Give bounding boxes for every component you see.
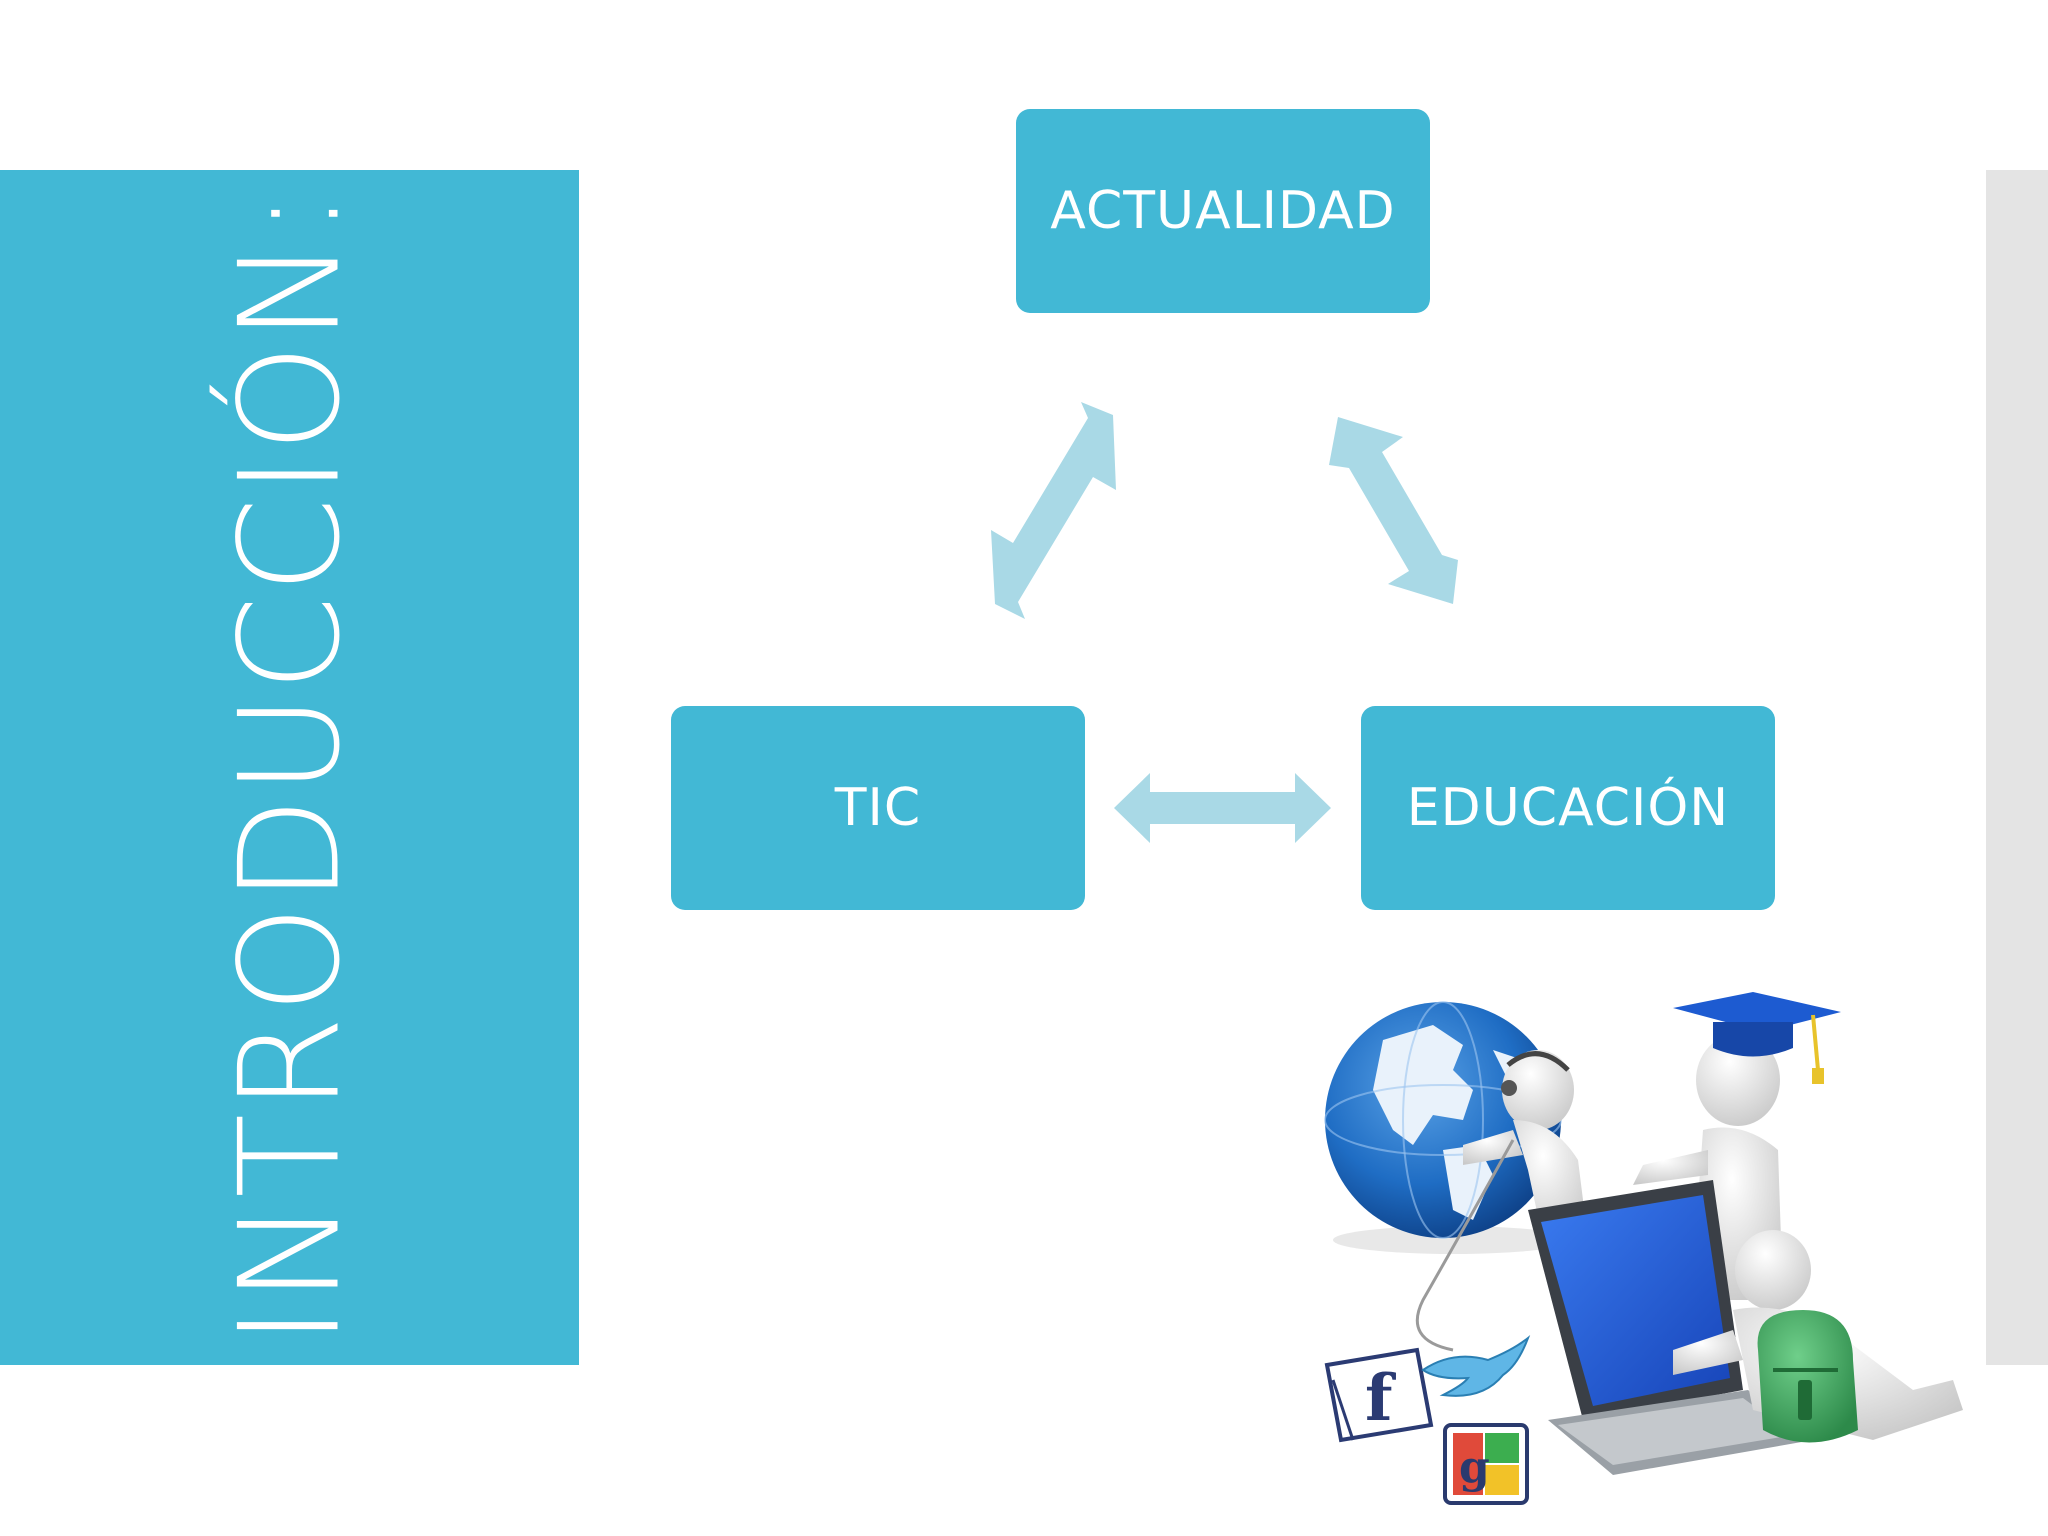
node-educacion: EDUCACIÓN <box>1361 706 1775 910</box>
graduation-cap-icon <box>1673 992 1841 1084</box>
node-educacion-label: EDUCACIÓN <box>1406 778 1730 838</box>
right-decorative-strip <box>1986 170 2048 1365</box>
title-band <box>0 170 579 1365</box>
svg-text:g: g <box>1459 1442 1490 1493</box>
cable <box>1415 1139 1515 1352</box>
node-tic: TIC <box>671 706 1085 910</box>
facebook-icon: f <box>1324 1347 1434 1443</box>
twitter-bird-icon <box>1421 1334 1531 1397</box>
slide-title: INTRODUCCIÓN: <box>209 188 371 1346</box>
backpack-icon <box>1757 1310 1858 1443</box>
node-actualidad: ACTUALIDAD <box>1016 109 1430 313</box>
arrow-actualidad-educacion <box>1329 417 1458 604</box>
arrow-tic-actualidad <box>991 402 1116 619</box>
svg-text:f: f <box>1365 1361 1396 1436</box>
node-tic-label: TIC <box>834 778 922 838</box>
education-technology-illustration: f g <box>1324 992 1963 1505</box>
node-actualidad-label: ACTUALIDAD <box>1050 181 1396 241</box>
arrow-tic-educacion <box>1114 773 1331 843</box>
google-icon: g <box>1443 1423 1529 1505</box>
